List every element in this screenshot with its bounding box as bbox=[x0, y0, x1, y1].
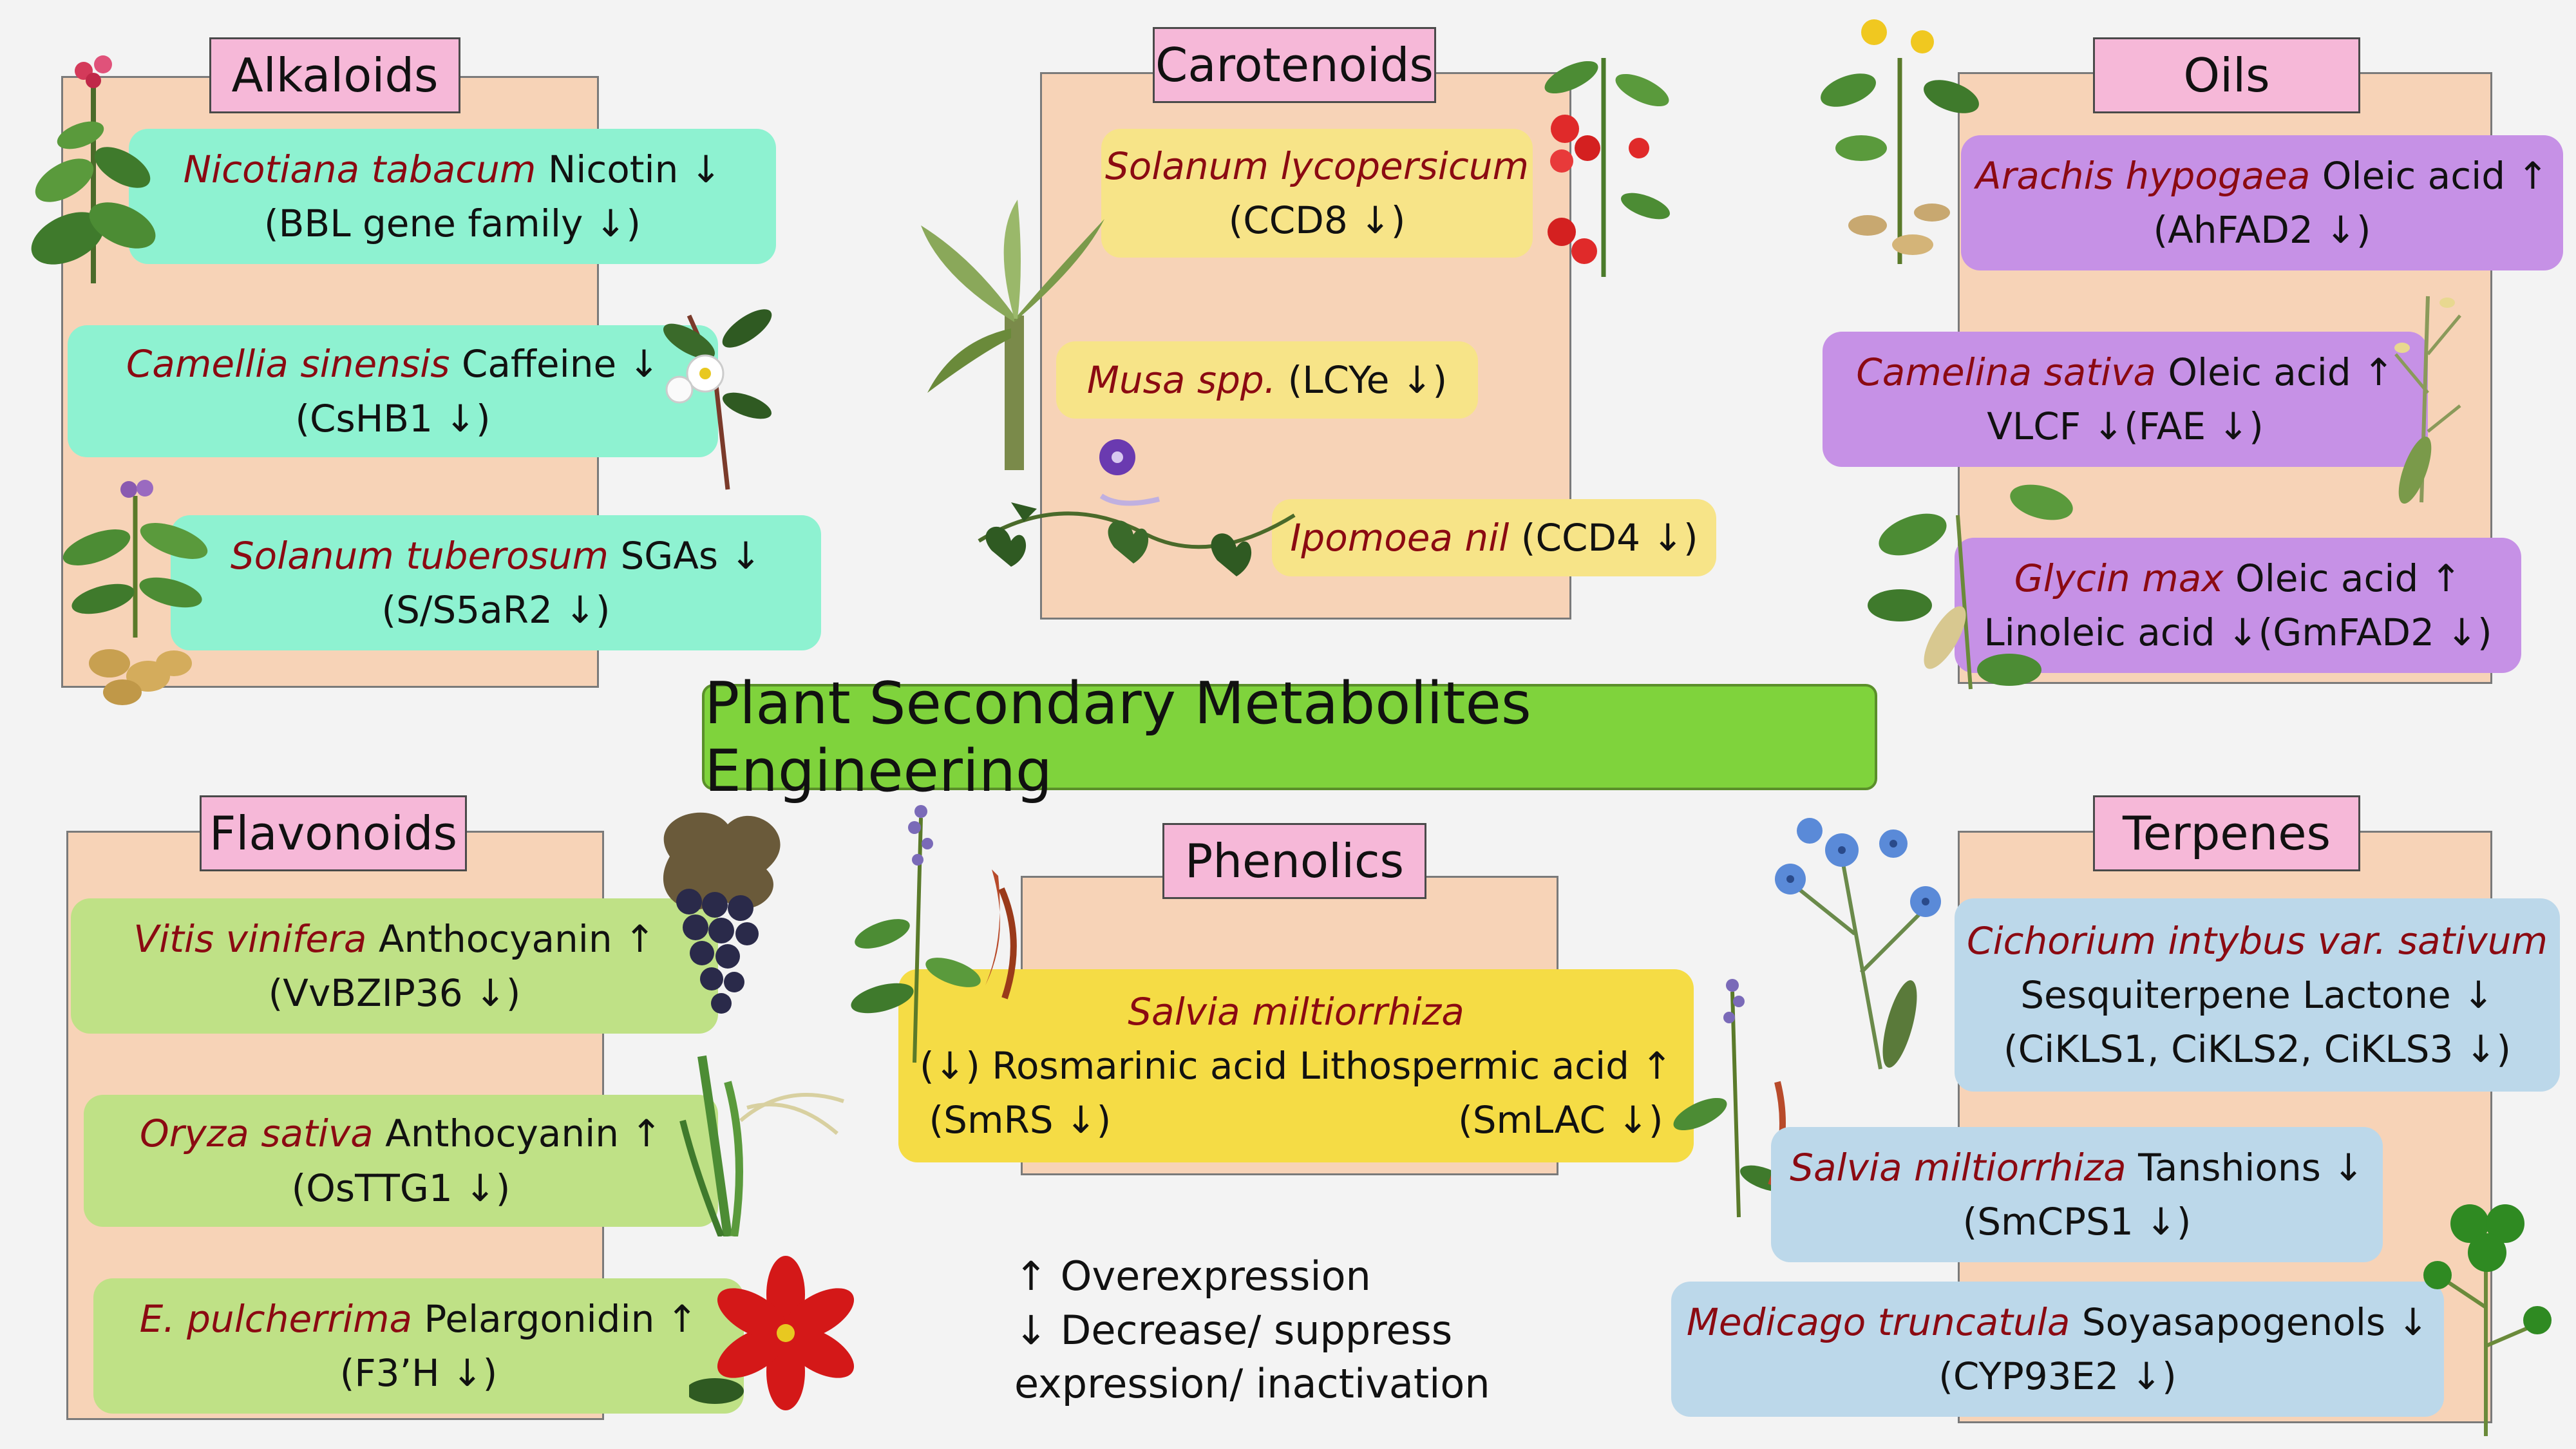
card-oryza: Oryza sativa Anthocyanin ↑ (OsTTG1 ↓) bbox=[84, 1095, 718, 1227]
legend-down-continued: expression/ inactivation bbox=[1014, 1360, 1490, 1408]
legend: ↑ Overexpression ↓ Decrease/ suppress ex… bbox=[1014, 1249, 1530, 1411]
species-name: Ipomoea nil bbox=[1290, 515, 1510, 560]
card-nicotiana: Nicotiana tabacum Nicotin ↓ (BBL gene fa… bbox=[129, 129, 776, 264]
potato-plant-icon bbox=[62, 480, 208, 705]
species-name: Salvia miltiorrhiza bbox=[1128, 989, 1464, 1034]
morning-glory-icon bbox=[978, 439, 1296, 576]
species-name: Salvia miltiorrhiza bbox=[1790, 1145, 2126, 1189]
medicago-plant-icon bbox=[2423, 1204, 2552, 1436]
card-salvia-phenolics: Salvia miltiorrhiza (↓) Rosmarinic acid … bbox=[898, 969, 1694, 1162]
oils-tab: Oils bbox=[2093, 37, 2360, 113]
card-solanum-tuberosum: Solanum tuberosum SGAs ↓ (S/S5aR2 ↓) bbox=[171, 515, 821, 650]
camelina-plant-icon bbox=[2394, 296, 2461, 504]
soybean-plant-icon bbox=[1868, 484, 2073, 690]
card-pulcherrima: E. pulcherrima Pelargonidin ↑ (F3’H ↓) bbox=[93, 1278, 744, 1414]
card-vitis: Vitis vinifera Anthocyanin ↑ (VvBZIP36 ↓… bbox=[71, 898, 718, 1034]
phenolics-tab: Phenolics bbox=[1162, 823, 1426, 899]
card-camellia: Camellia sinensis Caffeine ↓ (CsHB1 ↓) bbox=[68, 325, 718, 457]
card-salvia-terpenes: Salvia miltiorrhiza Tanshions ↓ (SmCPS1 … bbox=[1771, 1127, 2383, 1262]
card-medicago: Medicago truncatula Soyasapogenols ↓ (CY… bbox=[1671, 1282, 2444, 1417]
species-name: Oryza sativa bbox=[139, 1112, 374, 1156]
species-name: Camelina sativa bbox=[1856, 350, 2156, 394]
flavonoids-tab: Flavonoids bbox=[200, 795, 467, 871]
species-name: Vitis vinifera bbox=[133, 916, 367, 961]
species-name: Musa spp. bbox=[1086, 357, 1276, 402]
species-name: Arachis hypogaea bbox=[1975, 153, 2311, 198]
species-name: E. pulcherrima bbox=[139, 1296, 412, 1341]
page-title: Plant Secondary Metabolites Engineering bbox=[702, 670, 1877, 805]
alkaloids-tab: Alkaloids bbox=[209, 37, 460, 113]
species-name: Glycin max bbox=[2014, 556, 2224, 600]
gene-left: (SmRS ↓) bbox=[929, 1098, 1112, 1142]
carotenoids-tab: Carotenoids bbox=[1153, 27, 1436, 103]
card-glycin: Glycin max Oleic acid ↑ Linoleic acid ↓(… bbox=[1955, 538, 2521, 673]
poinsettia-icon bbox=[689, 1256, 855, 1410]
species-name: Cichorium intybus var. sativum bbox=[1966, 918, 2548, 963]
tomato-plant-icon bbox=[1544, 58, 1670, 277]
card-arachis: Arachis hypogaea Oleic acid ↑ (AhFAD2 ↓) bbox=[1961, 135, 2563, 270]
card-solanum-lycopersicum: Solanum lycopersicum (CCD8 ↓) bbox=[1101, 129, 1533, 258]
rice-plant-icon bbox=[679, 1055, 844, 1236]
salvia-plant-icon bbox=[851, 805, 1017, 1063]
tobacco-plant-icon bbox=[31, 55, 156, 283]
terpenes-tab: Terpenes bbox=[2093, 795, 2360, 871]
grape-icon bbox=[663, 812, 781, 1014]
card-ipomoea: Ipomoea nil (CCD4 ↓) bbox=[1272, 499, 1716, 576]
species-name: Solanum lycopersicum bbox=[1104, 144, 1530, 188]
species-name: Camellia sinensis bbox=[126, 342, 450, 386]
card-cichorium: Cichorium intybus var. sativum Sesquiter… bbox=[1955, 898, 2560, 1092]
chicory-plant-icon bbox=[1775, 818, 1941, 1070]
species-name: Solanum tuberosum bbox=[230, 533, 609, 578]
legend-up: ↑ Overexpression bbox=[1014, 1253, 1371, 1300]
peanut-plant-icon bbox=[1821, 19, 1979, 264]
card-musa: Musa spp. (LCYe ↓) bbox=[1056, 341, 1478, 419]
species-name: Nicotiana tabacum bbox=[183, 147, 536, 191]
card-camelina: Camelina sativa Oleic acid ↑ VLCF ↓(FAE … bbox=[1823, 332, 2428, 467]
gene-right: (SmLAC ↓) bbox=[1458, 1098, 1663, 1142]
tea-plant-icon bbox=[663, 309, 772, 490]
legend-down: ↓ Decrease/ suppress bbox=[1014, 1306, 1453, 1354]
species-name: Medicago truncatula bbox=[1686, 1300, 2070, 1344]
banana-plant-icon bbox=[921, 200, 1104, 470]
